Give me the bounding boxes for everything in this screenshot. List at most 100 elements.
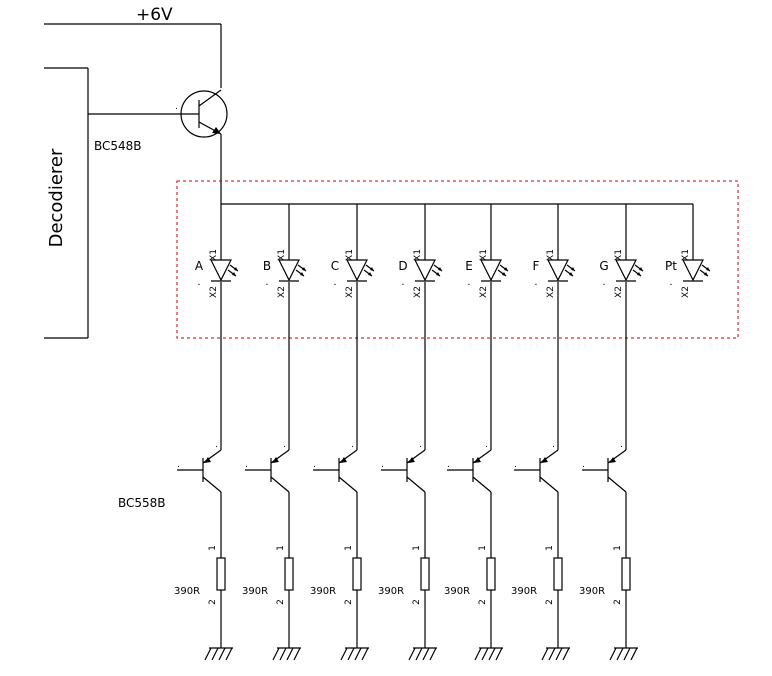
pnp-transistor: .. (582, 440, 627, 493)
segment-label: G (599, 259, 608, 273)
resistor: 1 2 390R (444, 545, 496, 605)
svg-text:.: . (582, 460, 585, 470)
resistor-value-label: 390R (444, 586, 470, 597)
led-pin-x1-label: X1 (413, 249, 423, 261)
resistor-value-label: 390R (511, 586, 537, 597)
resistor-pin-1-label: 1 (208, 545, 218, 551)
resistor-pin-1-label: 1 (412, 545, 422, 551)
led-pin-x2-label: X2 (209, 286, 219, 298)
led-symbol (414, 259, 436, 282)
resistor-pin-2-label: 2 (478, 599, 488, 605)
svg-text:.: . (283, 440, 286, 450)
svg-text:.: . (467, 277, 470, 288)
decoder-block: Decodierer (44, 67, 89, 339)
npn-label: BC548B (94, 139, 142, 153)
resistor-value-label: 390R (174, 586, 200, 597)
segment-label: B (263, 259, 271, 273)
led-pin-x1-label: X1 (546, 249, 556, 261)
segment-label: A (195, 259, 204, 273)
segment-label: D (398, 259, 407, 273)
led-pin-x1-label: X1 (479, 249, 489, 261)
ground-symbol (204, 647, 233, 661)
resistor-pin-1-label: 1 (276, 545, 286, 551)
svg-text:.: . (333, 277, 336, 288)
svg-text:.: . (534, 277, 537, 288)
supply-rail: +6V (44, 5, 222, 88)
resistor-value-label: 390R (579, 586, 605, 597)
led-pin-x1-label: X1 (345, 249, 355, 261)
led-symbol (547, 259, 569, 282)
resistor-pin-2-label: 2 (276, 599, 286, 605)
ground-symbol (272, 647, 301, 661)
led-pin-x1-label: X1 (614, 249, 624, 261)
svg-text:.: . (401, 277, 404, 288)
segment-label: E (465, 259, 473, 273)
led-symbol (682, 259, 704, 282)
pnp-label: BC558B (118, 496, 166, 510)
resistor-pin-2-label: 2 (344, 599, 354, 605)
ground-symbol (609, 647, 638, 661)
resistor-pin-1-label: 1 (478, 545, 488, 551)
resistor: 1 2 390R (242, 545, 294, 605)
npn-transistor: . BC548B (88, 89, 228, 204)
led-pin-x2-label: X2 (345, 286, 355, 298)
pnp-transistor: .. (177, 440, 222, 493)
resistor: 1 2 390R (174, 545, 226, 605)
svg-text:.: . (514, 460, 517, 470)
segment-label: C (331, 259, 339, 273)
pnp-transistor: .. (514, 440, 559, 493)
svg-text:.: . (485, 440, 488, 450)
resistor-value-label: 390R (310, 586, 336, 597)
svg-text:.: . (265, 277, 268, 288)
segment-label: Pt (665, 259, 677, 273)
driver-stage-b: .. 1 2 390R (242, 282, 301, 661)
svg-text:.: . (177, 460, 180, 470)
led-symbol (210, 259, 232, 282)
resistor: 1 2 390R (579, 545, 631, 605)
svg-text:.: . (381, 460, 384, 470)
driver-stage-e: .. 1 2 390R (444, 282, 503, 661)
led-pin-x2-label: X2 (681, 286, 691, 298)
resistor-value-label: 390R (242, 586, 268, 597)
svg-text:.: . (215, 440, 218, 450)
svg-text:.: . (419, 440, 422, 450)
driver-stage-g: .. 1 2 390R (579, 282, 638, 661)
resistor-pin-2-label: 2 (613, 599, 623, 605)
resistor-pin-1-label: 1 (613, 545, 623, 551)
svg-text:.: . (245, 460, 248, 470)
led-pin-x2-label: X2 (614, 286, 624, 298)
led-pin-x1-label: X1 (681, 249, 691, 261)
ground-symbol (474, 647, 503, 661)
svg-text:.: . (669, 277, 672, 288)
svg-text:.: . (313, 460, 316, 470)
svg-text:.: . (552, 440, 555, 450)
svg-text:.: . (602, 277, 605, 288)
decoder-label: Decodierer (46, 148, 67, 247)
pnp-transistor: .. (245, 440, 290, 493)
pnp-transistor: .. (447, 440, 492, 493)
svg-text:.: . (197, 277, 200, 288)
led-pin-x2-label: X2 (277, 286, 287, 298)
ground-symbol (541, 647, 570, 661)
driver-row: .. 1 2 390R.. 1 2 390R.. 1 2 390R.. 1 2 390R.. 1 2 390R… (174, 282, 638, 661)
resistor-pin-2-label: 2 (208, 599, 218, 605)
led-row: X1X2A.X1X2B.X1X2C.X1X2D.X1X2E.X1X2F.X1X2… (195, 204, 711, 298)
ground-symbol (340, 647, 369, 661)
ground-symbol (408, 647, 437, 661)
segment-label: F (533, 259, 540, 273)
led-symbol (278, 259, 300, 282)
svg-text:.: . (175, 102, 178, 112)
